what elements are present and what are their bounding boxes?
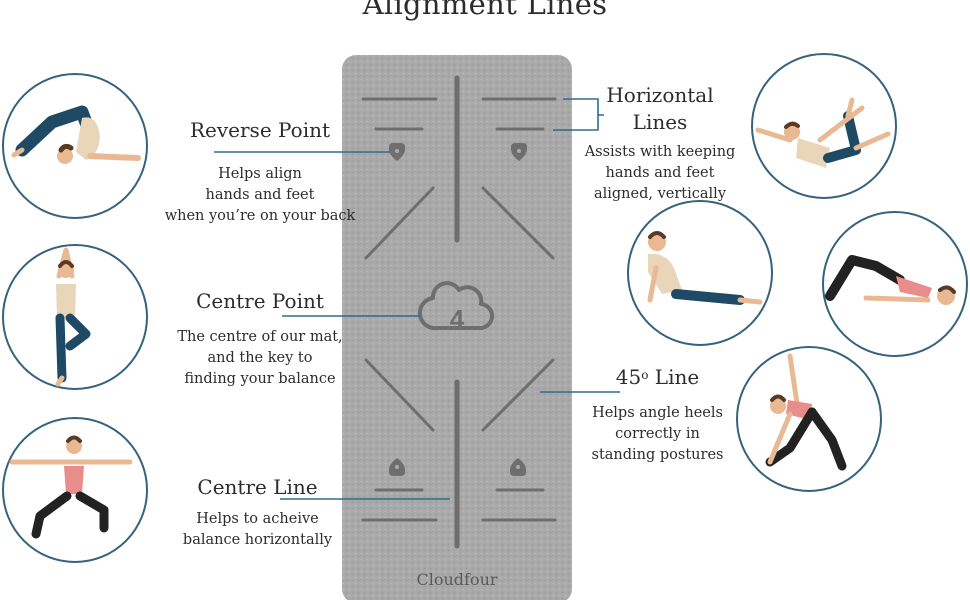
plow-pose-illustration	[11, 105, 141, 164]
warrior-two-pose-illustration	[9, 435, 133, 539]
centre-line-heading: Centre Line	[197, 475, 318, 499]
tree-pose-illustration	[55, 247, 91, 387]
mat-brand-label: Cloudfour	[416, 570, 498, 589]
centre-point-callout: Centre Point The centre of our mat, and …	[145, 288, 375, 390]
centre-point-heading: Centre Point	[196, 289, 324, 313]
cobra-pose-illustration	[647, 231, 763, 305]
triangle-pose-illustration	[765, 353, 847, 471]
reverse-point-heading: Reverse Point	[189, 118, 331, 142]
mat-45-degree-lines	[364, 186, 555, 432]
reverse-point-description: Helps align hands and feet when you’re o…	[164, 166, 356, 224]
horizontal-lines-description: Assists with keeping hands and feet alig…	[584, 144, 736, 202]
horizontal-lines-heading: Horizontal Lines	[606, 83, 714, 134]
centre-point-description: The centre of our mat, and the key to fi…	[177, 329, 343, 387]
centre-line-callout: Centre Line Helps to acheive balance hor…	[150, 474, 365, 551]
cloud-four-logo-digit: 4	[450, 304, 465, 334]
angle-line-description: Helps angle heels correctly in standing …	[591, 405, 724, 463]
angle-line-heading: 45o Line	[615, 365, 700, 389]
angle-line-callout: 45o Line Helps angle heels correctly in …	[575, 364, 740, 466]
yoga-mat: 4	[342, 55, 572, 600]
cloud-four-logo-icon	[417, 281, 494, 331]
horizontal-lines-bracket	[553, 98, 604, 131]
bridge-pose-illustration	[825, 255, 956, 305]
boat-pose-illustration	[755, 97, 891, 168]
horizontal-lines-callout: Horizontal Lines Assists with keeping ha…	[570, 82, 750, 205]
mat-top-horizontal-lines	[361, 97, 557, 131]
mat-bottom-horizontal-lines	[361, 488, 557, 522]
connector-lines	[214, 98, 620, 500]
centre-line-description: Helps to acheive balance horizontally	[182, 511, 333, 548]
reverse-point-callout: Reverse Point Helps align hands and feet…	[150, 117, 370, 227]
page-title: Alignment Lines	[362, 0, 608, 21]
